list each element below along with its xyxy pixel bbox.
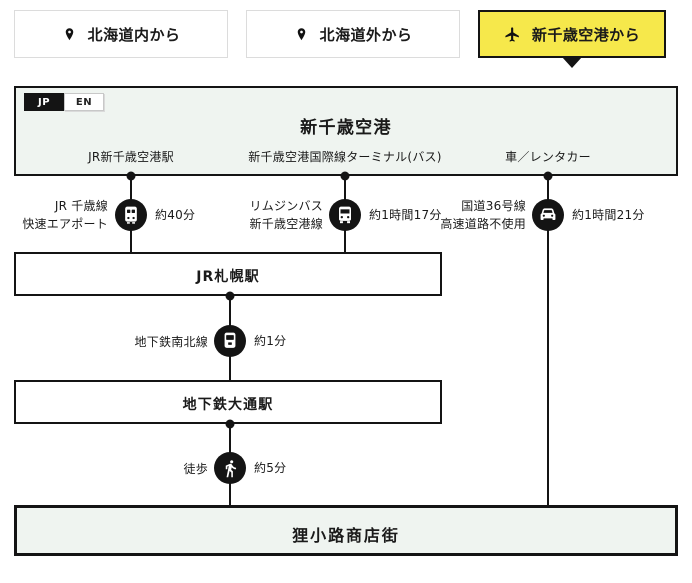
node-dot <box>543 171 553 181</box>
tab-from-new-chitose-airport[interactable]: 新千歳空港から <box>478 10 666 58</box>
active-tab-pointer <box>562 57 582 68</box>
tab-label: 北海道外から <box>319 25 413 44</box>
tab-from-inside-hokkaido[interactable]: 北海道内から <box>14 10 228 58</box>
car-icon <box>532 199 564 231</box>
destination-name: 狸小路商店街 <box>292 526 400 545</box>
node-dot <box>340 171 350 181</box>
method-label-walk: 徒歩 <box>183 462 208 476</box>
tab-label: 北海道内から <box>87 25 181 44</box>
departure-label-intl-terminal: 新千歳空港国際線ターミナル(バス) <box>248 150 442 164</box>
departure-label-car-rental: 車／レンタカー <box>505 150 591 164</box>
train-icon <box>115 199 147 231</box>
location-pin-icon <box>62 26 77 43</box>
origin-title: 新千歳空港 <box>300 118 392 138</box>
duration-walk: 約5分 <box>254 461 287 475</box>
node-dot <box>126 171 136 181</box>
station-panel-odori <box>14 380 442 424</box>
method-label-route36: 国道36号線 高速道路不使用 <box>440 199 526 231</box>
subway-icon <box>214 325 246 357</box>
tab-label: 新千歳空港から <box>531 25 641 44</box>
origin-panel-airport <box>14 86 678 176</box>
method-label-jr-line: JR 千歳線 快速エアポート <box>22 199 108 231</box>
station1-name: JR札幌駅 <box>196 269 260 285</box>
language-en-button[interactable]: EN <box>64 93 104 111</box>
route-line-car <box>547 176 549 505</box>
tab-from-outside-hokkaido[interactable]: 北海道外から <box>246 10 460 58</box>
duration-car: 約1時間21分 <box>572 208 645 222</box>
station2-name: 地下鉄大通駅 <box>182 397 274 413</box>
location-pin-icon <box>294 26 309 43</box>
method-label-limousine-bus: リムジンバス 新千歳空港線 <box>249 199 323 231</box>
node-dot <box>225 419 235 429</box>
walk-icon <box>214 452 246 484</box>
departure-label-jr-station: JR新千歳空港駅 <box>88 150 174 164</box>
node-dot <box>225 291 235 301</box>
duration-bus: 約1時間17分 <box>369 208 442 222</box>
duration-subway: 約1分 <box>254 334 287 348</box>
airplane-icon <box>504 26 521 43</box>
destination-panel <box>14 505 678 556</box>
bus-icon <box>329 199 361 231</box>
language-jp-button[interactable]: JP <box>24 93 64 111</box>
method-label-namboku-line: 地下鉄南北線 <box>134 335 208 349</box>
duration-jr: 約40分 <box>155 208 196 222</box>
